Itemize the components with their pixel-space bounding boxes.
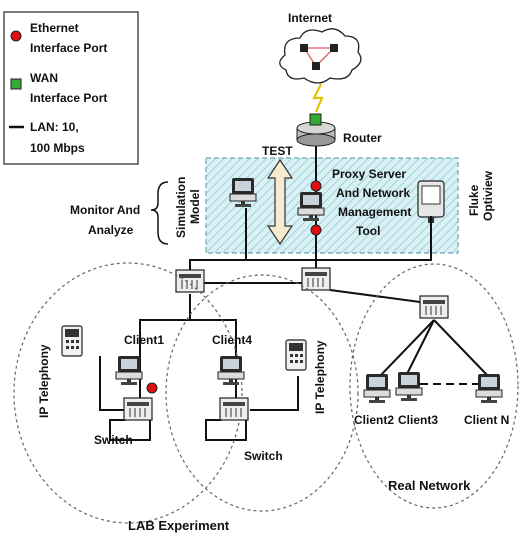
clientn-pc <box>475 373 503 404</box>
client2-pc <box>363 373 391 404</box>
legend-lan-line2: 100 Mbps <box>30 141 85 155</box>
analyze-brace <box>150 181 169 245</box>
optiview-label: Optiview <box>481 170 495 221</box>
client2-label: Client2 <box>354 413 394 427</box>
switch-right-label: Switch <box>244 449 283 463</box>
lab-hub-center <box>301 267 331 291</box>
proxy-label-line1: Proxy Server <box>332 167 406 181</box>
client4-pc <box>217 355 245 386</box>
test-label: TEST <box>262 144 293 158</box>
client1-label: Client1 <box>124 333 164 347</box>
legend-ethernet-line1: Ethernet <box>30 21 79 35</box>
legend-wan-line2: Interface Port <box>30 91 107 105</box>
legend-ethernet-line2: Interface Port <box>30 41 107 55</box>
legend-wan-line1: WAN <box>30 71 58 85</box>
ethernet-port-legend-icon <box>10 30 22 42</box>
client3-pc <box>395 371 423 402</box>
simulation-label: Simulation <box>174 177 188 238</box>
client4-label: Client4 <box>212 333 252 347</box>
client1-pc <box>115 355 143 386</box>
switch-left-label: Switch <box>94 433 133 447</box>
router-label: Router <box>343 131 382 145</box>
monitor-label-line1: Monitor And <box>70 203 140 217</box>
client3-label: Client3 <box>398 413 438 427</box>
lab-left-region <box>13 262 243 524</box>
legend: Ethernet Interface Port WAN Interface Po… <box>3 11 139 165</box>
proxy-label-line2: And Network <box>336 186 410 200</box>
monitor-label-line2: Analyze <box>88 223 134 237</box>
real-network-label: Real Network <box>388 478 471 493</box>
ethernet-port-icon <box>146 382 158 394</box>
clientn-label: Client N <box>464 413 509 427</box>
model-label: Model <box>188 189 202 224</box>
wan-port-icon <box>309 113 322 126</box>
real-network-region <box>349 263 519 509</box>
wan-port-legend-icon <box>10 78 22 90</box>
real-network-hub <box>419 295 449 319</box>
lab-hub-left <box>175 269 205 293</box>
ip-telephony-left-label: IP Telephony <box>37 344 51 418</box>
ip-phone-right <box>285 339 307 371</box>
router <box>296 113 336 147</box>
legend-lan-line1: LAN: 10, <box>30 120 79 134</box>
ethernet-port-icon <box>310 224 322 236</box>
switch-right <box>219 397 249 421</box>
fluke-label: Fluke <box>467 184 481 216</box>
ip-phone-left <box>61 325 83 357</box>
internet-label: Internet <box>288 11 332 25</box>
proxy-label-line3: Management <box>338 205 411 219</box>
lab-right-region <box>165 274 359 512</box>
proxy-label-line4: Tool <box>356 224 380 238</box>
ip-telephony-right-label: IP Telephony <box>313 340 327 414</box>
ethernet-port-icon <box>310 180 322 192</box>
test-double-arrow <box>266 158 294 246</box>
wan-link-lightning <box>312 83 324 113</box>
switch-left <box>123 397 153 421</box>
internet-cloud <box>279 28 362 84</box>
lab-experiment-label: LAB Experiment <box>128 518 230 533</box>
